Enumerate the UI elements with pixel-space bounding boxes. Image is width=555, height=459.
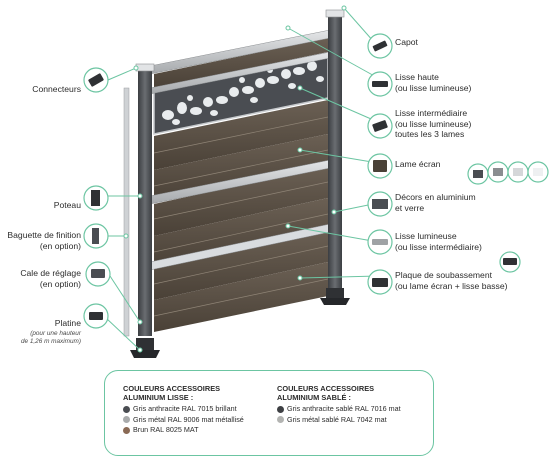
label-decors-line2: et verre — [395, 202, 425, 213]
label-lisse-haute-line2: (ou lisse lumineuse) — [395, 82, 472, 93]
colour-swatch-icon — [123, 405, 130, 413]
legend-sanded-column: COULEURS ACCESSOIRES ALUMINIUM SABLÉ : G… — [277, 384, 401, 425]
label-decors: Décors en aluminium et verre — [395, 192, 476, 213]
label-plaque-line1: Plaque de soubassement — [395, 270, 492, 280]
legend-sanded-item-label: Gris métal sablé RAL 7042 mat — [287, 414, 387, 424]
label-platine-note-line1: (pour une hauteur — [30, 330, 81, 337]
label-poteau: Poteau — [53, 200, 81, 210]
callout-dots — [123, 5, 347, 353]
label-lisse-inter-line3: toutes les 3 lames — [395, 129, 465, 139]
label-capot: Capot — [395, 37, 418, 47]
label-lisse-lum-line1: Lisse lumineuse — [395, 231, 457, 241]
legend-smooth-title-2: ALUMINIUM LISSE : — [123, 392, 194, 402]
colour-legend: COULEURS ACCESSOIRES ALUMINIUM LISSE : G… — [104, 370, 434, 456]
label-lame-ecran: Lame écran — [395, 159, 441, 169]
legend-smooth-item-label: Gris anthracite RAL 7015 brillant — [133, 404, 237, 414]
legend-smooth-item: Gris anthracite RAL 7015 brillant — [123, 404, 244, 415]
label-baguette-line1: Baguette de finition — [7, 230, 81, 240]
colour-swatch-icon — [123, 426, 130, 434]
fence-boards — [153, 38, 329, 332]
label-cale-line1: Cale de réglage — [20, 268, 81, 278]
legend-sanded-item-label: Gris anthracite sablé RAL 7016 mat — [287, 404, 401, 414]
label-lisse-lum-line2: (ou lisse intermédiaire) — [395, 241, 482, 252]
label-plaque-line2: (ou lame écran + lisse basse) — [395, 280, 508, 291]
legend-sanded-item: Gris métal sablé RAL 7042 mat — [277, 415, 401, 426]
legend-sanded-item: Gris anthracite sablé RAL 7016 mat — [277, 404, 401, 415]
label-lisse-lumineuse: Lisse lumineuse (ou lisse intermédiaire) — [395, 231, 482, 252]
label-lisse-haute-line1: Lisse haute — [395, 72, 439, 82]
legend-sanded-title-2: ALUMINIUM SABLÉ : — [277, 392, 351, 402]
label-decors-line1: Décors en aluminium — [395, 192, 476, 202]
rails — [149, 29, 331, 271]
label-connecteurs: Connecteurs — [32, 84, 81, 94]
label-platine-note: (pour une hauteur de 1,26 m maximum) — [21, 330, 81, 345]
colour-swatch-icon — [277, 405, 284, 413]
colour-swatch-icon — [277, 416, 284, 424]
legend-smooth-item: Brun RAL 8025 MAT — [123, 425, 244, 436]
label-platine: Platine — [54, 318, 81, 328]
label-lisse-haute: Lisse haute (ou lisse lumineuse) — [395, 72, 471, 93]
base-plates — [130, 288, 350, 358]
label-plaque: Plaque de soubassement (ou lame écran + … — [395, 270, 508, 291]
label-cale-line2: (en option) — [39, 278, 81, 289]
label-lisse-inter-line1: Lisse intermédiaire — [395, 108, 468, 118]
callout-lines — [105, 7, 379, 351]
legend-smooth-column: COULEURS ACCESSOIRES ALUMINIUM LISSE : G… — [123, 384, 244, 436]
legend-smooth-item-label: Brun RAL 8025 MAT — [133, 425, 199, 435]
label-cale: Cale de réglage (en option) — [20, 268, 81, 289]
label-lisse-inter-line2: (ou lisse lumineuse) — [395, 118, 472, 129]
label-platine-note-line2: de 1,26 m maximum) — [20, 337, 81, 345]
label-baguette: Baguette de finition (en option) — [7, 230, 81, 251]
colour-swatch-icon — [123, 416, 130, 424]
label-baguette-line2: (en option) — [39, 240, 81, 251]
posts — [123, 9, 345, 337]
label-lisse-intermediaire: Lisse intermédiaire (ou lisse lumineuse)… — [395, 108, 471, 140]
legend-smooth-item: Gris métal RAL 9006 mat métallisé — [123, 415, 244, 426]
legend-smooth-title-1: COULEURS ACCESSOIRES — [123, 384, 221, 393]
legend-sanded-title-1: COULEURS ACCESSOIRES — [277, 384, 375, 393]
legend-smooth-item-label: Gris métal RAL 9006 mat métallisé — [133, 414, 244, 424]
